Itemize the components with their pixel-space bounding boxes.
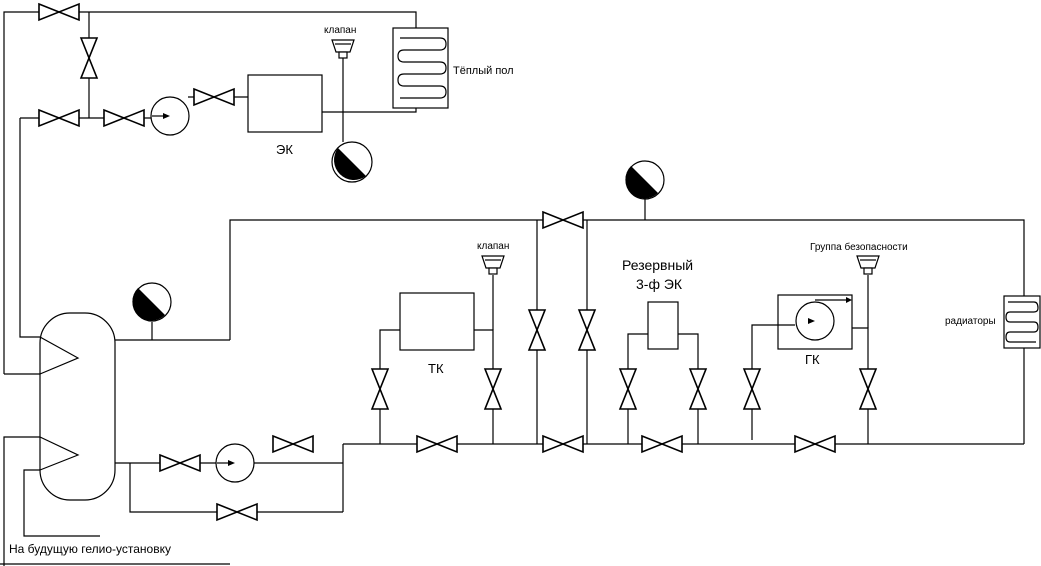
ball-valve-icon <box>370 368 390 410</box>
solid-boiler-label: ТК <box>428 361 444 376</box>
ball-valve-icon <box>542 210 584 230</box>
ball-valve-icon <box>641 434 683 454</box>
valve-label-top: клапан <box>324 25 356 36</box>
radiators-label: радиаторы <box>945 316 996 327</box>
ball-valve-icon <box>38 108 80 128</box>
expansion-tank-icon <box>625 160 665 200</box>
safety-valve-icon <box>331 39 355 59</box>
ball-valve-icon <box>272 434 314 454</box>
ball-valve-icon <box>159 453 201 473</box>
ball-valve-icon <box>858 368 878 410</box>
ball-valve-icon <box>688 368 708 410</box>
upper-heat-exchanger-icon <box>39 336 80 375</box>
pump-icon <box>795 301 835 341</box>
expansion-tank-icon <box>132 282 172 322</box>
electric-boiler-label: ЭК <box>276 142 293 157</box>
storage-tank <box>39 312 116 501</box>
gas-boiler-label: ГК <box>805 352 820 367</box>
ball-valve-icon <box>79 37 99 79</box>
ball-valve-icon <box>483 368 503 410</box>
ball-valve-icon <box>193 87 235 107</box>
pump-icon <box>215 443 255 483</box>
ball-valve-icon <box>216 502 258 522</box>
ball-valve-icon <box>527 309 547 351</box>
safety-valve-icon <box>856 255 880 275</box>
electric-boiler <box>247 74 323 133</box>
safety-group-label: Группа безопасности <box>810 241 908 253</box>
reserve-electric-boiler <box>647 301 679 350</box>
ball-valve-icon <box>103 108 145 128</box>
expansion-tank-icon <box>331 141 373 183</box>
ball-valves <box>38 2 878 522</box>
valve-label-mid: клапан <box>477 241 509 252</box>
ball-valve-icon <box>742 368 762 410</box>
pump-icon <box>150 96 190 136</box>
ball-valve-icon <box>794 434 836 454</box>
floor-heating-label: Тёплый пол <box>453 65 514 77</box>
ball-valve-icon <box>38 2 80 22</box>
floor-heating-coil-icon <box>392 27 449 109</box>
solar-label: На будущую гелио-установку <box>9 542 171 556</box>
radiator-icon <box>1003 295 1041 349</box>
reserve-boiler-label-1: Резервный <box>622 257 693 273</box>
ball-valve-icon <box>577 309 597 351</box>
ball-valve-icon <box>618 368 638 410</box>
solid-fuel-boiler <box>399 292 475 351</box>
safety-valve-icon <box>481 255 505 275</box>
lower-heat-exchanger-icon <box>39 436 80 471</box>
ball-valve-icon <box>542 434 584 454</box>
ball-valve-icon <box>416 434 458 454</box>
reserve-boiler-label-2: 3-ф ЭК <box>636 276 683 292</box>
